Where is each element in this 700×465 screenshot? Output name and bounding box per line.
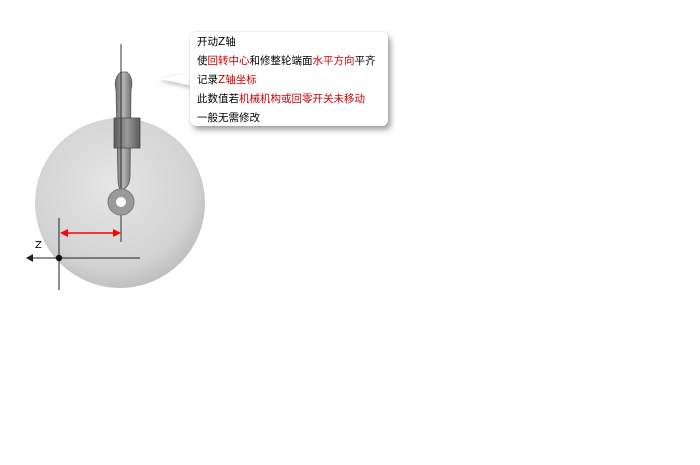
callout-line-2-c: 和修整轮端面: [249, 55, 313, 67]
callout-line-4-a: 此数值若: [197, 93, 239, 105]
instruction-callout: [190, 32, 388, 126]
callout-line-1-text: 开动Z轴: [197, 36, 236, 48]
z-axis-arrowhead: [26, 254, 33, 262]
callout-line-3-b: Z轴坐标: [218, 74, 257, 86]
callout-tail: [160, 72, 192, 86]
origin-dot: [55, 254, 63, 262]
callout-line-2-d: 水平方向: [312, 55, 355, 67]
callout-line-2-e: 平齐: [354, 55, 376, 67]
callout-line-3: 记录Z轴坐标: [197, 74, 257, 86]
wheel-hub: [113, 117, 141, 149]
dimension-arrow-right: [113, 229, 121, 237]
callout-line-1: 开动Z轴: [197, 36, 236, 48]
callout-line-2: 使回转中心和修整轮端面水平方向平齐: [197, 55, 376, 67]
callout-line-5-text: 一般无需修改: [197, 112, 260, 124]
z-axis-label: Z: [35, 240, 42, 251]
pivot-hole: [116, 197, 126, 207]
callout-line-5: 一般无需修改: [197, 112, 260, 124]
callout-line-4: 此数值若机械机构或回零开关未移动: [197, 93, 365, 105]
callout-line-3-a: 记录: [197, 74, 218, 86]
dimension-arrow-left: [60, 229, 68, 237]
callout-line-2-b: 回转中心: [207, 55, 250, 67]
callout-line-2-a: 使: [197, 55, 208, 67]
callout-line-4-b: 机械机构或回零开关未移动: [239, 93, 365, 105]
